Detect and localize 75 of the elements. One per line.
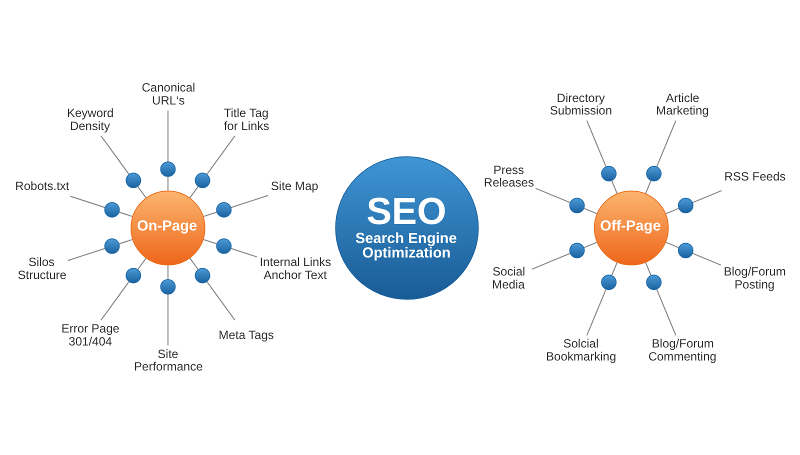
connector	[656, 120, 676, 167]
connector	[692, 252, 722, 266]
node-circle	[678, 242, 694, 258]
node-circle	[569, 242, 585, 258]
node-text: Title Tag for Links	[224, 106, 270, 132]
connector	[70, 195, 106, 208]
connector	[203, 238, 217, 244]
node-circle	[160, 278, 176, 294]
connector	[586, 120, 607, 167]
node-text: Meta Tags	[218, 327, 274, 342]
connector	[666, 241, 679, 248]
node-circle: On-Page	[130, 190, 206, 265]
connector	[611, 262, 618, 276]
node-text: Site Performance	[134, 346, 203, 374]
connector	[586, 288, 607, 336]
connector	[167, 264, 169, 279]
node-circle	[160, 160, 176, 176]
connector	[119, 211, 133, 217]
node-circle	[601, 274, 617, 290]
connector	[645, 180, 652, 194]
connector	[230, 247, 258, 257]
connector	[535, 187, 570, 203]
node-circle	[104, 238, 120, 254]
connector	[666, 207, 679, 214]
node-text: Solcial Bookmarking	[546, 336, 616, 364]
node-text: Canonical URL‘s	[142, 80, 196, 108]
node-circle	[569, 197, 585, 213]
node-circle	[216, 238, 232, 254]
node-text: Directory Submission	[550, 90, 612, 118]
connector	[167, 176, 169, 190]
node-circle	[194, 267, 210, 283]
connector	[532, 252, 570, 270]
connector	[656, 288, 676, 336]
connector	[206, 280, 236, 320]
connector	[203, 211, 217, 217]
node-text: Silos Structure	[18, 254, 66, 282]
connector	[68, 247, 106, 261]
node-circle	[646, 274, 662, 290]
node-circle	[126, 267, 142, 283]
connector	[206, 135, 236, 174]
connector	[230, 194, 268, 208]
connector	[692, 190, 722, 203]
node-circle	[678, 197, 694, 213]
node-circle	[216, 202, 232, 218]
node-text: RSS Feeds	[724, 168, 786, 183]
connector	[611, 180, 618, 194]
node-circle: Off-Page	[594, 190, 669, 265]
node-text: Site Map	[270, 178, 318, 193]
node-circle	[601, 165, 617, 181]
node-text: Social Media	[492, 264, 526, 292]
connector	[100, 135, 130, 174]
node-text: Error Page 301/404	[61, 320, 120, 348]
node-text: Blog/Forum Commenting	[648, 336, 716, 364]
node-text: Internal Links Anchor Text	[260, 254, 332, 282]
node-text: Robots.txt	[15, 178, 70, 193]
connector	[189, 186, 199, 198]
node-text: Blog/Forum Posting	[724, 264, 786, 292]
connector	[137, 186, 147, 198]
connector	[189, 257, 199, 270]
connector	[645, 262, 652, 276]
node-text: Press Releases	[484, 162, 534, 190]
connector	[137, 257, 147, 270]
connector	[167, 294, 169, 345]
node-circle	[646, 165, 662, 181]
connector	[584, 241, 598, 248]
connector	[167, 110, 169, 162]
connector	[119, 238, 133, 244]
node-circle	[194, 172, 210, 188]
connector	[584, 207, 598, 214]
node-circle: SEO Search Engine Optimization	[335, 156, 479, 300]
node-circle	[126, 172, 142, 188]
node-circle	[104, 202, 120, 218]
node-text: Keyword Density	[66, 106, 114, 132]
connector	[100, 280, 130, 320]
node-text: Article Marketing	[656, 90, 709, 118]
